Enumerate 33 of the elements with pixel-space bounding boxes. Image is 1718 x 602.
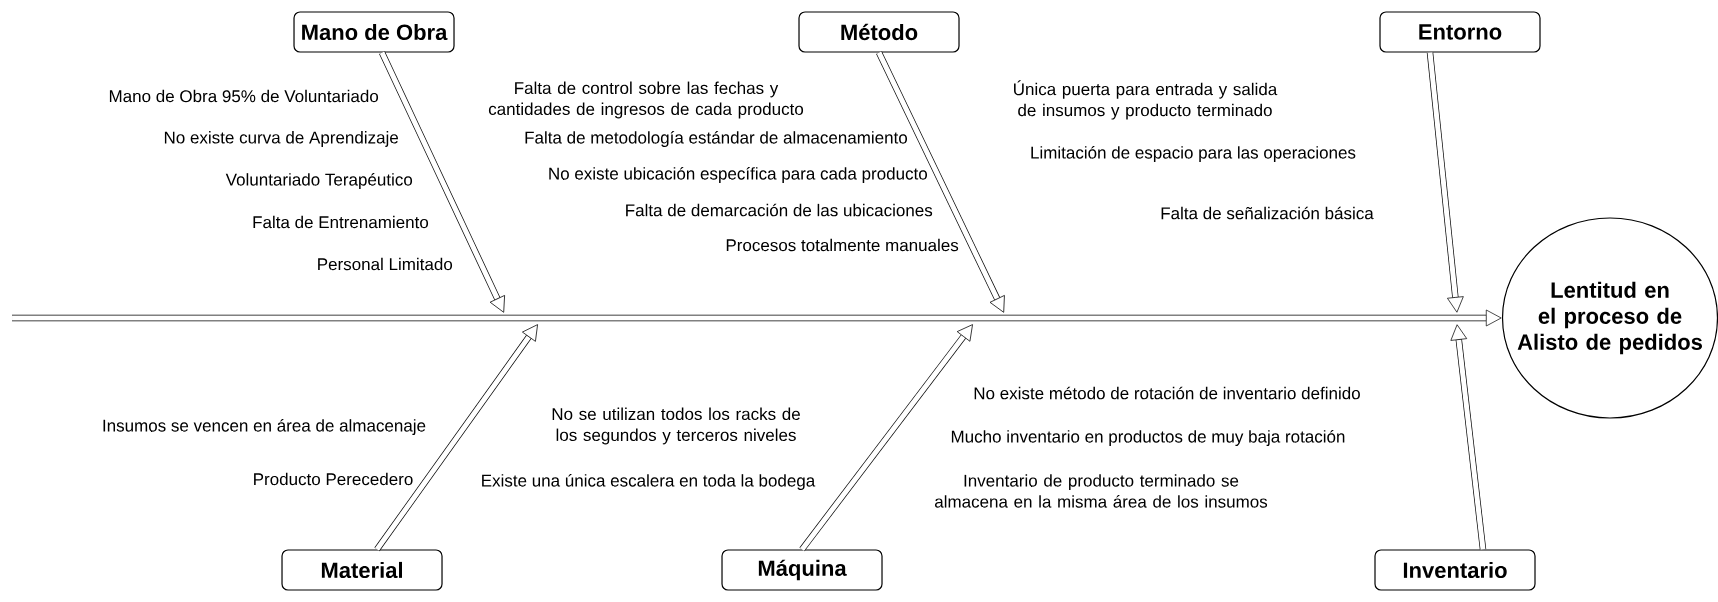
cause-text: Insumos se vencen en área de almacenaje bbox=[103, 418, 426, 435]
arrow bbox=[799, 324, 973, 552]
category-box: Inventario bbox=[1374, 549, 1536, 591]
cause-text: Falta de demarcación de las ubicaciones bbox=[626, 203, 933, 217]
cause-text: No existe ubicación específica para cada producto bbox=[549, 166, 927, 183]
cause-text: Falta de metodología estándar de almacenamiento bbox=[525, 130, 908, 147]
category-box: Método bbox=[798, 11, 960, 53]
cause-text: Procesos totalmente manuales bbox=[726, 238, 959, 252]
cause-text: Producto Perecedero bbox=[254, 472, 413, 486]
category-box: Entorno bbox=[1379, 11, 1541, 53]
arrow bbox=[379, 51, 505, 313]
arrow bbox=[1450, 324, 1487, 550]
cause-text: Voluntariado Terapéutico bbox=[225, 172, 413, 189]
cause-text: Única puerta para entrada y salida de insumos y producto terminado bbox=[1014, 80, 1278, 120]
arrow bbox=[1426, 52, 1464, 313]
arrow bbox=[876, 51, 1005, 313]
cause-text: Inventario de producto terminado se almacena en la misma área de los insumos bbox=[934, 474, 1268, 508]
category-box: Mano de Obra bbox=[293, 11, 455, 53]
category-box: Máquina bbox=[721, 549, 883, 591]
cause-text: No existe método de rotación de inventario definido bbox=[974, 386, 1360, 400]
cause-text: Mucho inventario en productos de muy baja rotación bbox=[951, 429, 1345, 446]
cause-text: No se utilizan todos los racks de los segundos y terceros niveles bbox=[552, 407, 800, 445]
cause-text: Falta de control sobre las fechas y cantidades de ingresos de cada producto bbox=[488, 81, 804, 119]
arrow bbox=[374, 324, 538, 552]
cause-text: Limitación de espacio para las operaciones bbox=[1031, 145, 1356, 162]
cause-text: Personal Limitado bbox=[318, 257, 453, 271]
cause-text: Mano de Obra 95% de Voluntariado bbox=[109, 89, 379, 103]
cause-text: Falta de Entrenamiento bbox=[253, 215, 429, 229]
cause-text: No existe curva de Aprendizaje bbox=[164, 131, 398, 147]
cause-text: Existe una única escalera en toda la bodega bbox=[482, 473, 816, 490]
cause-text: Falta de señalización básica bbox=[1161, 206, 1374, 220]
category-box: Material bbox=[281, 549, 443, 591]
arrow bbox=[12, 309, 1502, 327]
